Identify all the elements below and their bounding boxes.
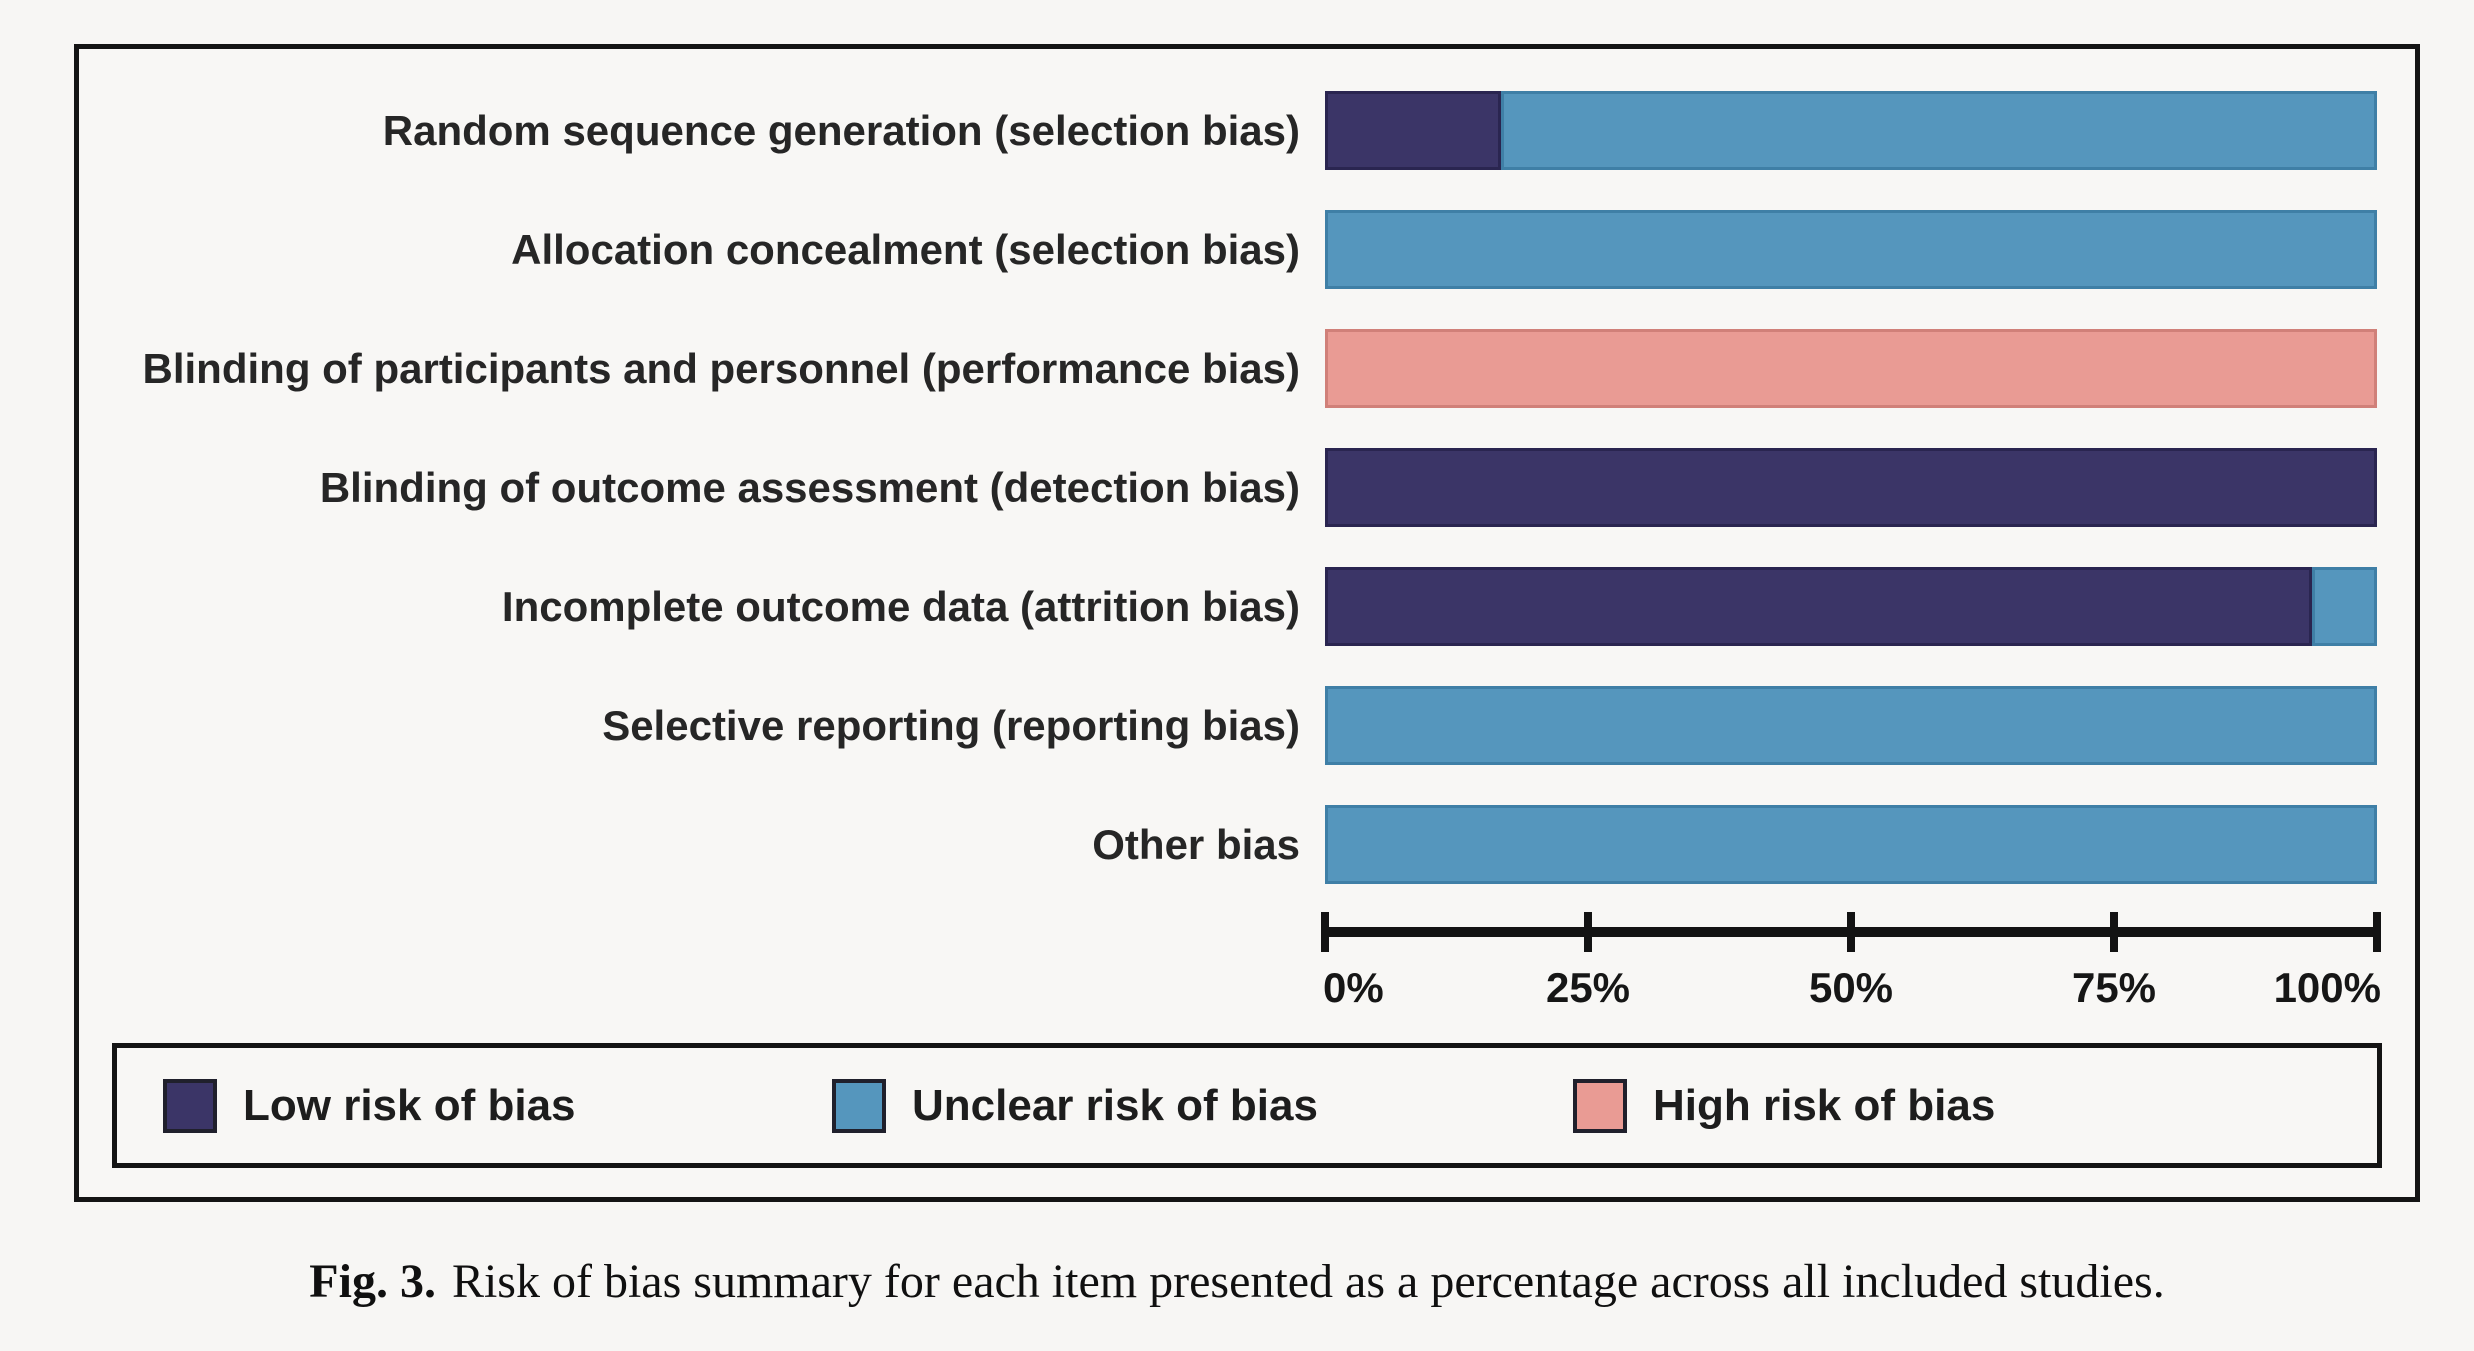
bar-label: Blinding of participants and personnel (… xyxy=(142,344,1300,392)
bar-label: Blinding of outcome assessment (detectio… xyxy=(319,463,1300,511)
bar xyxy=(1325,805,2377,884)
legend-swatch-high xyxy=(1573,1078,1627,1133)
bar xyxy=(1325,329,2377,408)
tick-mark xyxy=(1847,912,1855,952)
tick-label: 100% xyxy=(2273,964,2381,1011)
bar-segment-unclear xyxy=(1500,91,2377,170)
bar xyxy=(1325,686,2377,765)
tick-label: 75% xyxy=(2071,964,2157,1011)
bar xyxy=(1325,91,2377,170)
legend-item-high: High risk of bias xyxy=(1573,1048,1995,1163)
tick-label: 50% xyxy=(1808,964,1894,1011)
bar xyxy=(1325,448,2377,527)
bar-label: Incomplete outcome data (attrition bias) xyxy=(501,582,1300,630)
tick-mark xyxy=(2110,912,2118,952)
legend-box: Low risk of bias Unclear risk of bias Hi… xyxy=(112,1043,2382,1168)
tick-label: 25% xyxy=(1545,964,1631,1011)
tick-mark xyxy=(2373,912,2381,952)
tick-mark xyxy=(1321,912,1329,952)
bar-label: Selective reporting (reporting bias) xyxy=(602,701,1300,749)
bar-segment-unclear xyxy=(1325,805,2377,884)
legend-swatch-low xyxy=(163,1078,217,1133)
figure-caption-text: Risk of bias summary for each item prese… xyxy=(451,1255,2165,1308)
bar xyxy=(1325,567,2377,646)
legend-item-unclear: Unclear risk of bias xyxy=(832,1048,1318,1163)
chart-row: Incomplete outcome data (attrition bias) xyxy=(79,567,2415,646)
legend-label: Unclear risk of bias xyxy=(912,1080,1318,1130)
bar-segment-low xyxy=(1325,448,2377,527)
bar-segment-unclear xyxy=(1325,210,2377,289)
chart-row: Blinding of outcome assessment (detectio… xyxy=(79,448,2415,527)
legend-label: High risk of bias xyxy=(1653,1080,1996,1130)
chart-row: Other bias xyxy=(79,805,2415,884)
chart-row: Allocation concealment (selection bias) xyxy=(79,210,2415,289)
bar-segment-low xyxy=(1325,91,1501,170)
tick-label: 0% xyxy=(1323,964,1384,1011)
bar-segment-unclear xyxy=(1325,686,2377,765)
legend-label: Low risk of bias xyxy=(243,1080,576,1130)
tick-mark xyxy=(1584,912,1592,952)
legend-item-low: Low risk of bias xyxy=(163,1048,576,1163)
figure-caption-label: Fig. 3. xyxy=(309,1255,436,1308)
figure-frame: Random sequence generation (selection bi… xyxy=(74,44,2420,1202)
bar-segment-low xyxy=(1325,567,2312,646)
figure-caption: Fig. 3. Risk of bias summary for each ite… xyxy=(0,1254,2474,1309)
bar-label: Random sequence generation (selection bi… xyxy=(382,106,1300,154)
chart-row: Selective reporting (reporting bias) xyxy=(79,686,2415,765)
x-axis: 0% 25% 50% 75% 100% xyxy=(1321,912,2381,1062)
legend-swatch-unclear xyxy=(832,1078,886,1133)
bar-label: Allocation concealment (selection bias) xyxy=(511,225,1300,273)
chart-row: Random sequence generation (selection bi… xyxy=(79,91,2415,170)
bar-label: Other bias xyxy=(1092,820,1300,868)
chart-row: Blinding of participants and personnel (… xyxy=(79,329,2415,408)
bar-segment-high xyxy=(1325,329,2377,408)
bar-segment-unclear xyxy=(2311,567,2377,646)
bar xyxy=(1325,210,2377,289)
